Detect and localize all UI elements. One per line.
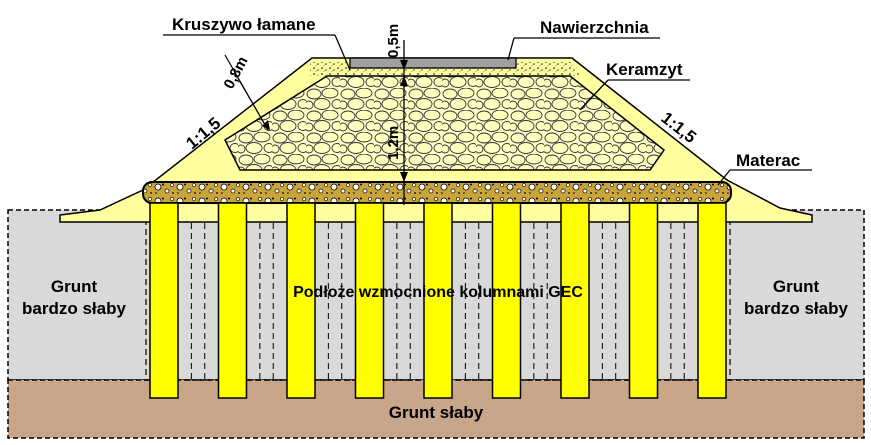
gec-column bbox=[491, 202, 522, 399]
gec-column bbox=[286, 202, 316, 399]
leader-nawierzchnia-down bbox=[507, 37, 515, 61]
leader-keramzyt-down bbox=[579, 79, 609, 111]
label-materac: Materac bbox=[736, 151, 800, 170]
gec-columns bbox=[149, 202, 727, 399]
pavement-layer bbox=[349, 57, 517, 69]
gec-column bbox=[217, 202, 248, 399]
label-grunt-slaby: Grunt słaby bbox=[389, 403, 484, 422]
label-grunt-left-2: bardzo słaby bbox=[22, 299, 126, 318]
keramzyt-core bbox=[224, 75, 666, 171]
gec-column bbox=[149, 202, 179, 399]
label-dim-08: 0,8m bbox=[221, 54, 252, 92]
dim-arrow-12-top bbox=[400, 76, 408, 86]
dim-arrow-12-bottom bbox=[400, 172, 408, 182]
label-grunt-right-1: Grunt bbox=[773, 277, 820, 296]
label-podloze: Podłoże wzmocnione kolumnami GEC bbox=[293, 284, 583, 301]
dim-line-08-top bbox=[224, 54, 246, 91]
gec-column bbox=[354, 202, 385, 399]
label-grunt-left-1: Grunt bbox=[51, 277, 98, 296]
gec-column bbox=[423, 202, 453, 399]
label-keramzyt: Keramzyt bbox=[606, 60, 683, 79]
dim-arrow-05 bbox=[400, 60, 408, 70]
gec-column bbox=[628, 202, 659, 399]
dim-arrow-08 bbox=[262, 120, 270, 130]
gec-column bbox=[697, 202, 727, 399]
gec-column bbox=[560, 202, 590, 399]
mattress-layer bbox=[142, 181, 732, 204]
label-nawierzchnia: Nawierzchnia bbox=[540, 18, 649, 37]
leader-kruszywo-down bbox=[334, 34, 351, 71]
leader-materac-down bbox=[717, 169, 731, 186]
label-dim-12: 1,2m bbox=[385, 126, 402, 160]
label-dim-05: 0,5m bbox=[385, 24, 402, 58]
label-grunt-right-2: bardzo słaby bbox=[744, 299, 848, 318]
label-kruszywo: Kruszywo łamane bbox=[172, 15, 316, 34]
